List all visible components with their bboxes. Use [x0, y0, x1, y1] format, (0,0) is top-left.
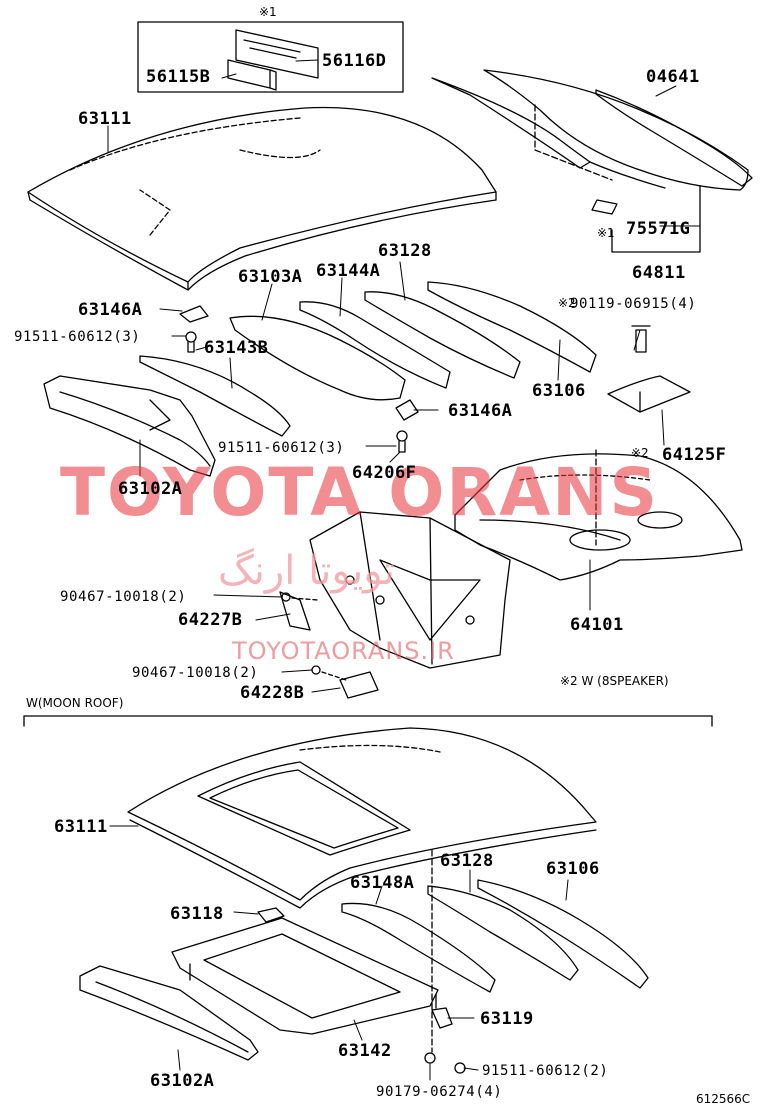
part-label: 63111 [54, 817, 108, 837]
watermark-title: TOYOTA ORANS [60, 454, 660, 531]
part-label: 75571G [626, 219, 691, 239]
note-mark2-bolt: ※2 [558, 296, 576, 310]
part-label: 64228B [240, 683, 305, 703]
front-header-upper [43, 375, 216, 477]
part-label: 63102A [118, 479, 183, 499]
part-label: 90467-10018(2) [60, 589, 187, 605]
roof-cross-members [139, 281, 597, 437]
part-label: 56115B [146, 67, 211, 87]
rear-bulkhead-panel [279, 511, 511, 699]
part-label: 63142 [338, 1041, 392, 1061]
moon-roof-divider [23, 715, 713, 727]
part-label: 90119-06915(4) [570, 296, 697, 312]
leader-lines [107, 59, 701, 1081]
package-tray-panel [454, 449, 743, 581]
part-label: 63148A [350, 873, 415, 893]
part-label: 63143B [204, 338, 269, 358]
figure-id: 612566C [696, 1092, 751, 1106]
part-label: 64125F [662, 445, 727, 465]
part-label: 64101 [570, 615, 624, 635]
part-label: 04641 [646, 67, 700, 87]
part-label: 63146A [448, 401, 513, 421]
part-label: 64206F [352, 463, 417, 483]
watermark-url: TOYOTAORANS.IR [232, 637, 455, 665]
rear-window-glass [431, 69, 753, 253]
roof-panel-upper [27, 106, 497, 291]
note-mark1-side: ※1 [597, 226, 615, 240]
watermark-arabic: تویوتا ارنگ [218, 548, 395, 594]
part-label: 91511-60612(3) [218, 440, 345, 456]
lower-cross-members [257, 879, 649, 993]
part-label: 63118 [170, 904, 224, 924]
sunroof-frame [171, 849, 466, 1074]
part-label: 63106 [532, 381, 586, 401]
note-mark2-pad: ※2 [631, 446, 649, 460]
part-label: 63128 [440, 851, 494, 871]
front-header-lower [79, 965, 259, 1061]
part-label: 63144A [316, 261, 381, 281]
part-label: 63111 [78, 109, 132, 129]
part-label: 64227B [178, 610, 243, 630]
part-label: 90179-06274(4) [376, 1084, 503, 1100]
note-speaker-variant: ※2 W (8SPEAKER) [560, 674, 669, 688]
part-label: 63119 [480, 1009, 534, 1029]
part-label: 63103A [238, 267, 303, 287]
note-moon-roof-variant: W(MOON ROOF) [26, 696, 124, 710]
roof-panel-lower [127, 727, 597, 909]
part-label: 91511-60612(2) [482, 1063, 609, 1079]
part-label: 64811 [632, 263, 686, 283]
part-label: 90467-10018(2) [132, 665, 259, 681]
note-mark1-top: ※1 [259, 5, 277, 19]
part-label: 63102A [150, 1071, 215, 1091]
part-label: 63128 [378, 241, 432, 261]
brackets-bolts [179, 305, 691, 675]
emblem-inset-box [137, 21, 404, 93]
part-label: 91511-60612(3) [14, 329, 141, 345]
part-label: 56116D [322, 51, 387, 71]
part-label: 63106 [546, 859, 600, 879]
part-label: 63146A [78, 300, 143, 320]
